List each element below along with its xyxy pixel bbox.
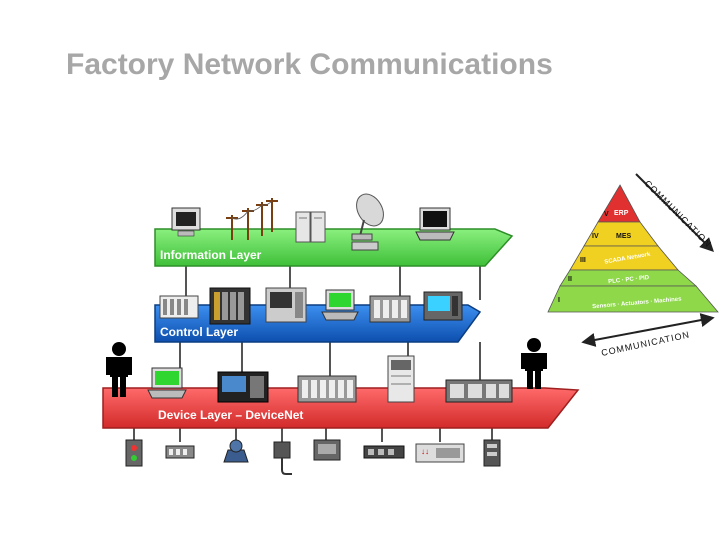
laptop-icon [321,289,359,321]
pyramid-label-plc: PLC · PC · PID [608,275,650,285]
drive-icon: ↓↓ [415,443,465,463]
pyramid-level-i [547,285,719,313]
person-icon [521,338,547,389]
pyramid-label-mes: MES [616,233,632,240]
pyramid-numeral-v: V [604,211,609,218]
information-layer: Information Layer [154,193,514,267]
person-icon [106,342,132,397]
satellite-dish-icon [351,193,384,251]
information-layer-label: Information Layer [160,248,262,262]
laptop-icon [415,207,455,241]
computer-terminal-icon [423,291,463,321]
connector-lines [133,262,493,446]
pyramid-numeral-iii: III [580,257,586,264]
cabinet-icon [387,355,415,403]
page-title: Factory Network Communications [66,48,553,81]
control-layer: Control Layer [154,287,482,343]
motor-starter-icon [363,445,405,459]
horizontal-communication-label: COMMUNICATION [600,329,690,358]
controller-modules-icon [369,295,411,323]
device-layer-label: Device Layer – DeviceNet [158,408,303,422]
io-block-icon [165,445,195,459]
operator-panel-icon [217,371,269,403]
utility-poles-icon [226,198,278,240]
pyramid-numeral-ii: II [568,276,572,283]
vertical-communication-arrow [635,173,714,252]
server-icon [295,211,326,243]
pyramid-label-erp: ERP [614,210,629,217]
pyramid-numeral-i: I [558,297,560,304]
valve-manifold-icon [483,439,501,467]
control-layer-label: Control Layer [160,325,238,339]
device-layer: Device Layer – DeviceNet [102,355,580,429]
horizontal-communication-arrow [581,313,715,347]
plc-rack-icon [297,375,357,403]
svg-text:↓↓: ↓↓ [421,447,429,456]
operator-panel-icon [265,287,307,323]
workstation-icon [171,207,201,237]
drive-modules-icon [445,379,513,403]
plc-rack-icon [209,287,251,325]
pyramid-numeral-iv: IV [592,233,599,240]
photo-sensor-icon [313,439,341,461]
sensor-icon [273,441,292,475]
bearing-sensor-icon [223,439,249,463]
io-modules-icon [159,295,199,319]
laptop-icon [147,367,187,399]
automation-pyramid: V ERP IV MES III SCADA Network II PLC · … [547,184,719,313]
pushbutton-station-icon [125,439,143,467]
vertical-communication-label: COMMUNICATION [643,178,714,249]
field-devices: ↓↓ [125,439,501,475]
